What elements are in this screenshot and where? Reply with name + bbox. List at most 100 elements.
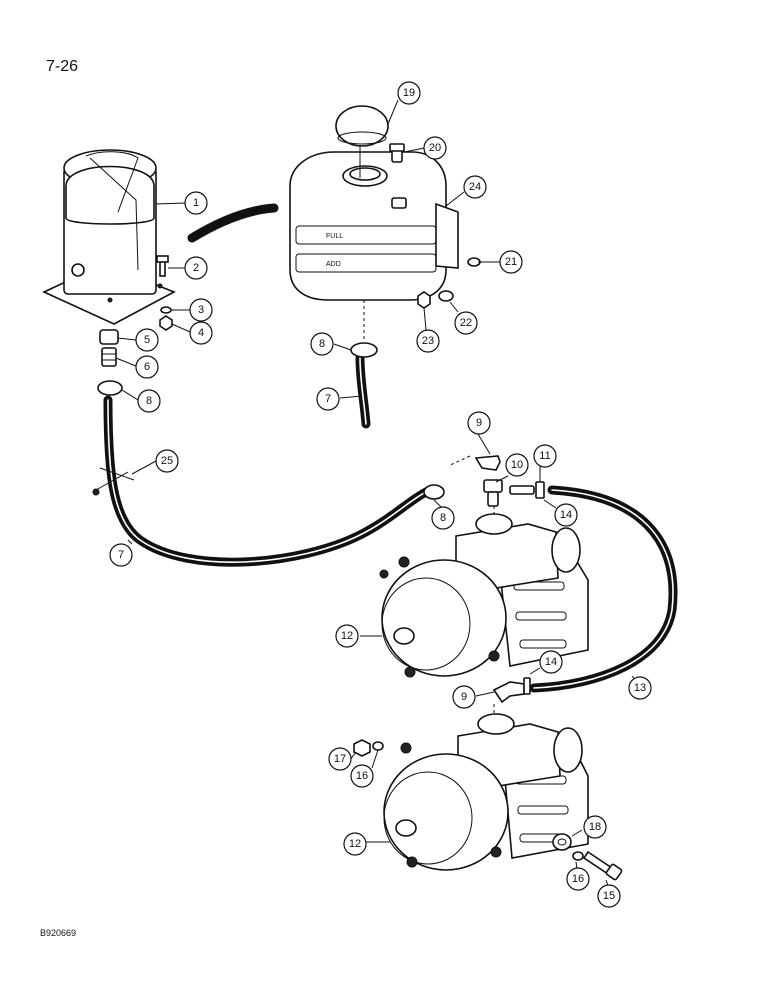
svg-text:8: 8: [440, 512, 446, 524]
callout-13: 13: [628, 676, 652, 700]
add-marking: ADD: [326, 261, 341, 268]
tie-25: [92, 467, 135, 496]
callout-4: 4: [189, 321, 213, 345]
fitting-14-bottom: [523, 677, 531, 695]
svg-text:5: 5: [144, 334, 150, 346]
callout-12: 12: [343, 832, 367, 856]
callout-23: 23: [416, 329, 440, 353]
callout-6: 6: [135, 355, 159, 379]
dipstick-cap-19: [335, 105, 389, 178]
brake-chamber-lower: [383, 713, 589, 871]
callout-22: 22: [454, 311, 478, 335]
washer-3: [160, 306, 172, 314]
svg-text:20: 20: [429, 142, 441, 154]
svg-text:8: 8: [146, 395, 152, 407]
fitting-6: [101, 347, 117, 367]
washer-16-left: [372, 741, 384, 751]
svg-text:22: 22: [460, 317, 472, 329]
callout-18: 18: [583, 815, 607, 839]
callout-5: 5: [135, 328, 159, 352]
hose-13: [529, 485, 678, 693]
callout-21: 21: [499, 250, 523, 274]
page-number: 7-26: [46, 58, 79, 75]
svg-text:21: 21: [505, 256, 517, 268]
svg-text:16: 16: [356, 770, 368, 782]
hose-7-main: [103, 395, 431, 567]
washer-16-right: [572, 851, 584, 861]
callout-1: 1: [184, 191, 208, 215]
svg-text:11: 11: [539, 450, 550, 462]
svg-text:7: 7: [118, 549, 124, 561]
svg-text:12: 12: [341, 630, 353, 642]
hose-7-reservoir: [355, 353, 371, 429]
full-marking: FULL: [326, 233, 343, 240]
elbow-9-top: [447, 455, 501, 471]
plug-20: [389, 143, 405, 163]
fitting-11: [509, 481, 545, 499]
callout-7: 7: [109, 543, 133, 567]
svg-text:7: 7: [325, 393, 331, 405]
svg-text:4: 4: [198, 327, 204, 339]
svg-text:2: 2: [193, 262, 199, 274]
callout-8: 8: [431, 506, 455, 530]
svg-text:10: 10: [511, 459, 523, 471]
svg-text:1: 1: [193, 197, 199, 209]
clamp-8-reservoir: [350, 342, 378, 358]
svg-text:3: 3: [198, 304, 204, 316]
svg-text:13: 13: [634, 682, 646, 694]
svg-text:14: 14: [560, 509, 572, 521]
callout-7: 7: [316, 387, 340, 411]
svg-text:19: 19: [403, 87, 415, 99]
callout-2: 2: [184, 256, 208, 280]
brake-chamber-upper: [379, 513, 589, 678]
callout-17: 17: [328, 747, 352, 771]
callout-10: 10: [505, 453, 529, 477]
callout-16: 16: [566, 867, 590, 891]
callout-14: 14: [539, 650, 563, 674]
svg-text:18: 18: [589, 821, 601, 833]
callout-3: 3: [189, 298, 213, 322]
svg-text:12: 12: [349, 838, 361, 850]
callout-12: 12: [335, 624, 359, 648]
svg-text:14: 14: [545, 656, 557, 668]
elbow-9-bottom: [492, 681, 525, 704]
reservoir-tank: FULL ADD: [289, 151, 459, 301]
svg-text:15: 15: [603, 890, 615, 902]
callout-24: 24: [463, 175, 487, 199]
svg-text:6: 6: [144, 361, 150, 373]
clamp-8-mid: [423, 484, 445, 500]
svg-text:23: 23: [422, 335, 434, 347]
callout-14: 14: [554, 503, 578, 527]
callout-25: 25: [155, 449, 179, 473]
callout-16: 16: [350, 764, 374, 788]
callout-15: 15: [597, 884, 621, 908]
fitting-5: [99, 329, 119, 345]
svg-text:16: 16: [572, 873, 584, 885]
figure-code: B920669: [40, 928, 77, 938]
spacer-18: [552, 833, 572, 851]
svg-text:8: 8: [319, 338, 325, 350]
callout-8: 8: [137, 389, 161, 413]
svg-text:24: 24: [469, 181, 481, 193]
callout-9: 9: [452, 685, 476, 709]
callout-9: 9: [467, 411, 491, 435]
hose-to-filter-arrow: [187, 203, 279, 243]
bolt-15: [582, 850, 623, 881]
nut-4: [159, 315, 173, 331]
filter-canister: [42, 149, 176, 325]
callout-11: 11: [533, 444, 557, 468]
callout-8: 8: [310, 332, 334, 356]
washer-22: [438, 290, 454, 302]
callout-20: 20: [423, 136, 447, 160]
nut-23: [417, 291, 431, 309]
clamp-8-top: [97, 380, 123, 396]
nut-17: [353, 739, 371, 757]
svg-text:9: 9: [476, 417, 482, 429]
bolt-2: [156, 255, 169, 277]
tee-10: [483, 479, 503, 507]
svg-text:17: 17: [334, 753, 346, 765]
svg-text:9: 9: [461, 691, 467, 703]
svg-text:25: 25: [161, 455, 173, 467]
callout-19: 19: [397, 81, 421, 105]
